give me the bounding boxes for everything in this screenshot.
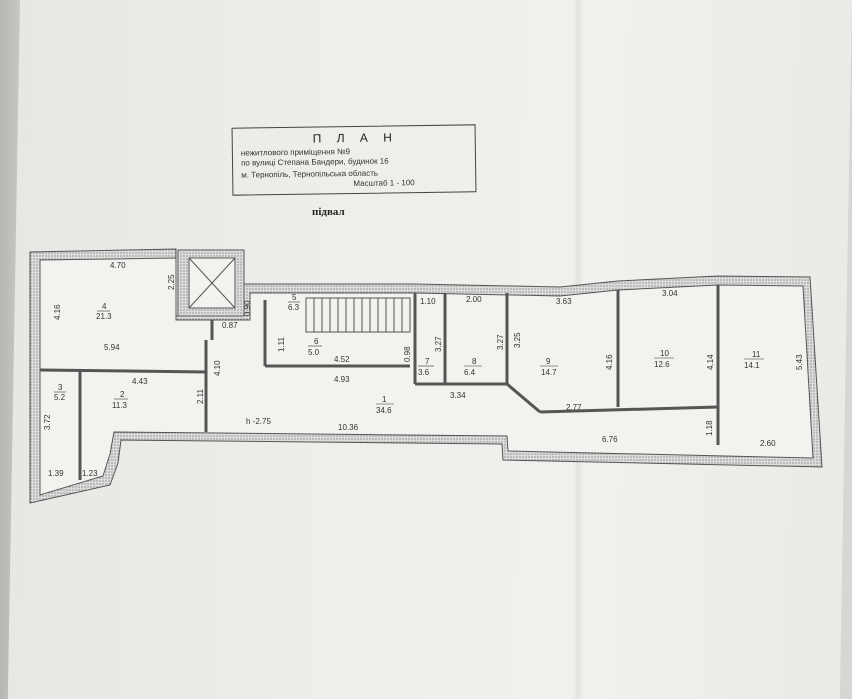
dim-470: 4.70 <box>110 261 126 270</box>
dim-676: 6.76 <box>602 435 618 444</box>
dim-327a: 3.27 <box>434 336 443 352</box>
dim-493: 4.93 <box>334 375 350 384</box>
room-8-num: 8 <box>472 357 477 366</box>
dim-414: 4.14 <box>706 354 715 370</box>
room-4-num: 4 <box>102 302 107 311</box>
dim-211: 2.11 <box>196 388 205 404</box>
height-mark: h -2.75 <box>246 417 271 426</box>
room-1-area: 34.6 <box>376 406 392 415</box>
dim-543: 5.43 <box>795 354 804 370</box>
room-11-num: 11 <box>752 350 761 359</box>
room-10-area: 12.6 <box>654 360 670 369</box>
dim-111: 1.11 <box>277 336 286 352</box>
wall-9-curve <box>506 382 541 414</box>
room-7-num: 7 <box>425 357 430 366</box>
dim-098: 0.98 <box>403 346 412 362</box>
room-10-num: 10 <box>660 349 669 358</box>
room-7-area: 3.6 <box>418 368 430 377</box>
dim-410: 4.10 <box>213 360 222 376</box>
room-9-area: 14.7 <box>541 368 557 377</box>
dim-327b: 3.27 <box>496 334 505 350</box>
wall-9-bottom <box>539 405 719 414</box>
dimension-labels: 4.70 2.25 4.16 5.94 4.43 2.11 4.10 0.87 … <box>43 261 804 478</box>
stairs <box>305 297 411 333</box>
room-5-num: 5 <box>292 293 297 302</box>
dim-1036: 10.36 <box>338 423 359 432</box>
dim-363: 3.63 <box>556 297 572 306</box>
room-2-area: 11.3 <box>112 401 128 410</box>
dim-304: 3.04 <box>662 289 678 298</box>
dim-443: 4.43 <box>132 377 148 386</box>
wall-4-bottom <box>39 368 207 374</box>
room-labels: 4 21.3 3 5.2 2 11.3 5 6.3 6 5.0 7 3.6 8 … <box>54 293 764 415</box>
room-2-num: 2 <box>120 390 125 399</box>
room-8-area: 6.4 <box>464 368 476 377</box>
dim-325: 3.25 <box>513 332 522 348</box>
dim-416b: 4.16 <box>605 354 614 370</box>
dim-110: 1.10 <box>420 297 436 306</box>
dim-225: 2.25 <box>167 274 176 290</box>
dim-594: 5.94 <box>104 343 120 352</box>
room-9-num: 9 <box>546 357 551 366</box>
inner-space <box>39 257 814 496</box>
dim-452: 4.52 <box>334 355 350 364</box>
room-1-num: 1 <box>382 395 387 404</box>
room-6-num: 6 <box>314 337 319 346</box>
dim-123: 1.23 <box>82 469 98 478</box>
dim-087: 0.87 <box>222 321 238 330</box>
dim-416a: 4.16 <box>53 304 62 320</box>
dim-334: 3.34 <box>450 391 466 400</box>
dim-118: 1.18 <box>705 420 714 436</box>
dim-372: 3.72 <box>43 414 52 430</box>
room-3-num: 3 <box>58 383 63 392</box>
dim-277: 2.77 <box>566 403 582 412</box>
shaft-x2 <box>188 257 236 309</box>
room-5-area: 6.3 <box>288 303 300 312</box>
dim-139: 1.39 <box>48 469 64 478</box>
room-6-area: 5.0 <box>308 348 320 357</box>
dim-260: 2.60 <box>760 439 776 448</box>
floor-label: підвал <box>312 206 345 218</box>
room-11-area: 14.1 <box>744 361 760 370</box>
dim-200: 2.00 <box>466 295 482 304</box>
dim-090: 0.90 <box>243 300 252 316</box>
room-3-area: 5.2 <box>54 393 66 402</box>
room-4-area: 21.3 <box>96 312 112 321</box>
